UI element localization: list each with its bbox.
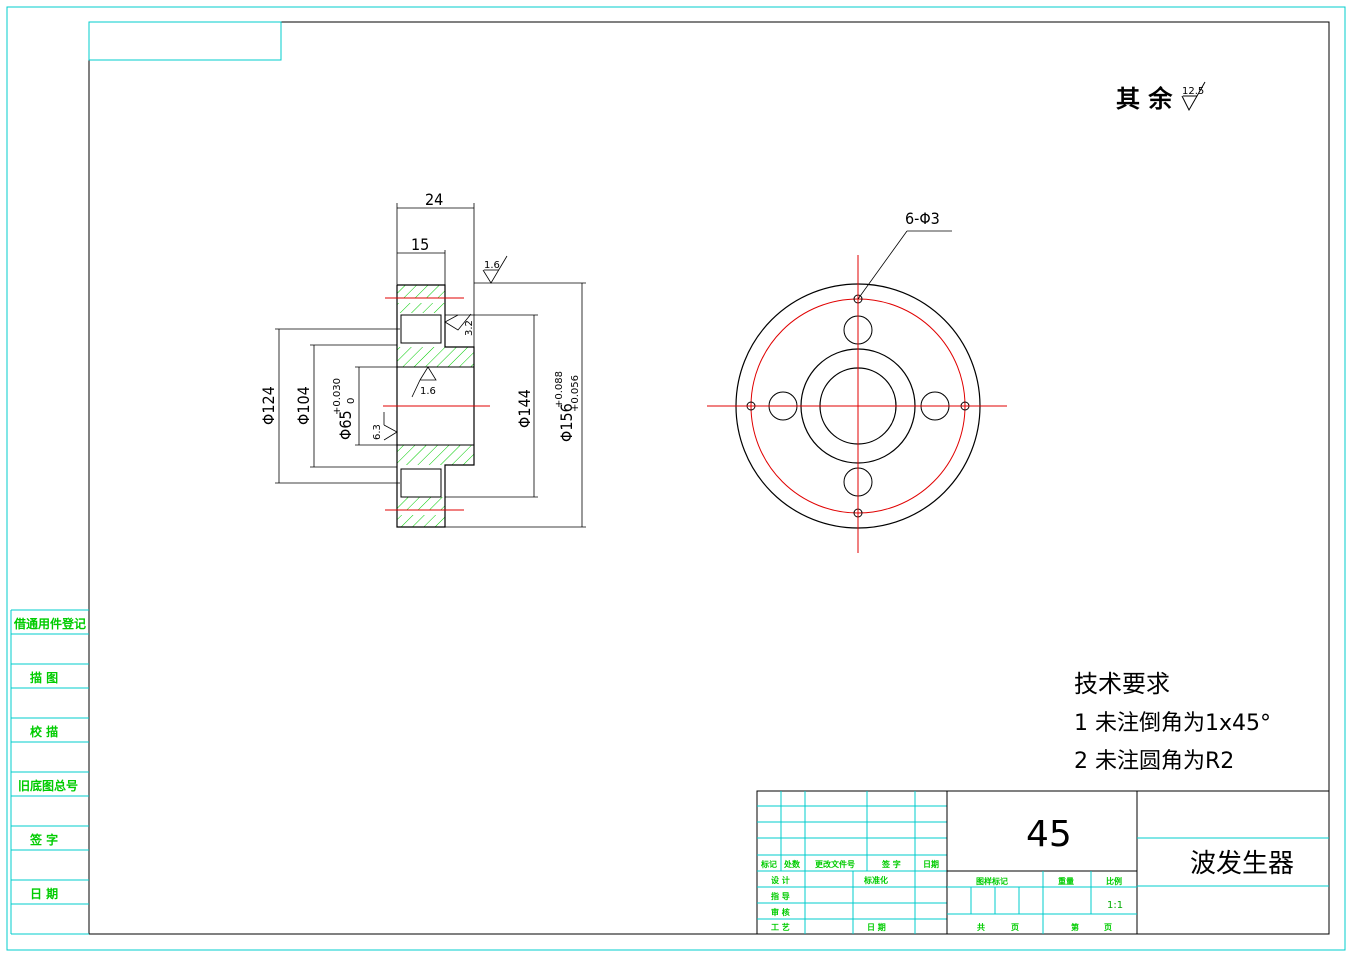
- title-block: 标记 处数 更改文件号 签 字 日期 设 计 标准化 指 导 审 核 工 艺 日…: [756, 790, 1330, 935]
- tb-label-total: 共: [977, 922, 985, 932]
- roughness-symbol-bore: 1.6: [411, 366, 437, 398]
- roughness-symbol-left: 6.3: [372, 412, 398, 441]
- dim-24: 24: [425, 190, 443, 209]
- dim-d156: Φ156: [557, 403, 576, 442]
- tb-label-page: 页: [1011, 923, 1019, 932]
- tb-header-mark: 标记: [760, 859, 777, 869]
- tb-role-guide: 指 导: [771, 891, 790, 901]
- tb-role-review: 审 核: [771, 907, 790, 917]
- roughness-side-value: 3.2: [464, 320, 475, 336]
- tb-header-date: 日期: [923, 859, 939, 869]
- dim-d124: Φ124: [259, 386, 278, 425]
- tb-label-stage: 图样标记: [976, 876, 1008, 886]
- tb-role-standard: 标准化: [863, 875, 888, 885]
- tb-role-design: 设 计: [771, 875, 790, 885]
- scale-value: 1:1: [1107, 900, 1123, 911]
- tb-label-sheet-page: 页: [1104, 923, 1112, 932]
- tb-header-sign: 签 字: [881, 859, 901, 869]
- dim-d156-tol-lower: +0.056: [570, 375, 581, 412]
- roughness-value: 12.5: [1182, 86, 1204, 97]
- tb-header-docno: 更改文件号: [815, 859, 855, 869]
- dim-d156-tol-upper: +0.088: [554, 371, 565, 408]
- roughness-symbol-general: 12.5: [1181, 81, 1206, 112]
- roughness-symbol-top: 1.6: [482, 255, 508, 284]
- tb-role-date: 日 期: [867, 922, 886, 932]
- corner-box: [88, 21, 282, 61]
- section-view: 24 15 Φ124 Φ104 Φ65 +0.030 0 Φ144 Φ156 +…: [259, 190, 586, 528]
- tech-req-title: 技术要求: [1074, 670, 1170, 698]
- roughness-left-value: 6.3: [372, 424, 383, 440]
- dim-d104: Φ104: [294, 386, 313, 425]
- side-row-6: 日 期: [30, 886, 58, 901]
- front-view: 6-Φ3: [707, 209, 1007, 553]
- dim-d144: Φ144: [515, 389, 534, 428]
- side-row-1: 借通用件登记: [13, 616, 86, 631]
- side-row-2: 描 图: [30, 670, 58, 685]
- part-name: 波发生器: [1190, 849, 1294, 879]
- tb-label-sheet: 第: [1071, 922, 1079, 932]
- inner-frame: [88, 21, 1330, 935]
- tb-label-weight: 重量: [1058, 876, 1074, 886]
- side-row-3: 校 描: [30, 724, 58, 739]
- dim-d65-tol-lower: 0: [346, 398, 357, 404]
- dim-d65: Φ65: [336, 410, 355, 440]
- dim-15: 15: [411, 235, 429, 254]
- side-table: 借通用件登记 描 图 校 描 旧底图总号 签 字 日 期: [10, 609, 89, 935]
- tech-req-item-2: 2 未注圆角为R2: [1074, 749, 1234, 774]
- tb-header-count: 处数: [783, 859, 801, 869]
- hole-label: 6-Φ3: [905, 209, 940, 228]
- roughness-label: 其 余: [1116, 85, 1173, 113]
- side-row-4: 旧底图总号: [18, 778, 78, 793]
- side-row-5: 签 字: [29, 832, 58, 847]
- tb-label-ratio: 比例: [1106, 876, 1122, 886]
- roughness-bore-value: 1.6: [420, 386, 436, 397]
- outer-border: [6, 6, 1346, 951]
- roughness-symbol-side: 3.2: [444, 313, 475, 336]
- roughness-top-value: 1.6: [484, 260, 500, 271]
- material: 45: [1026, 814, 1072, 855]
- tb-role-craft: 工 艺: [771, 922, 790, 932]
- tech-req-item-1: 1 未注倒角为1x45°: [1074, 711, 1271, 736]
- dim-d65-tol-upper: +0.030: [332, 378, 343, 415]
